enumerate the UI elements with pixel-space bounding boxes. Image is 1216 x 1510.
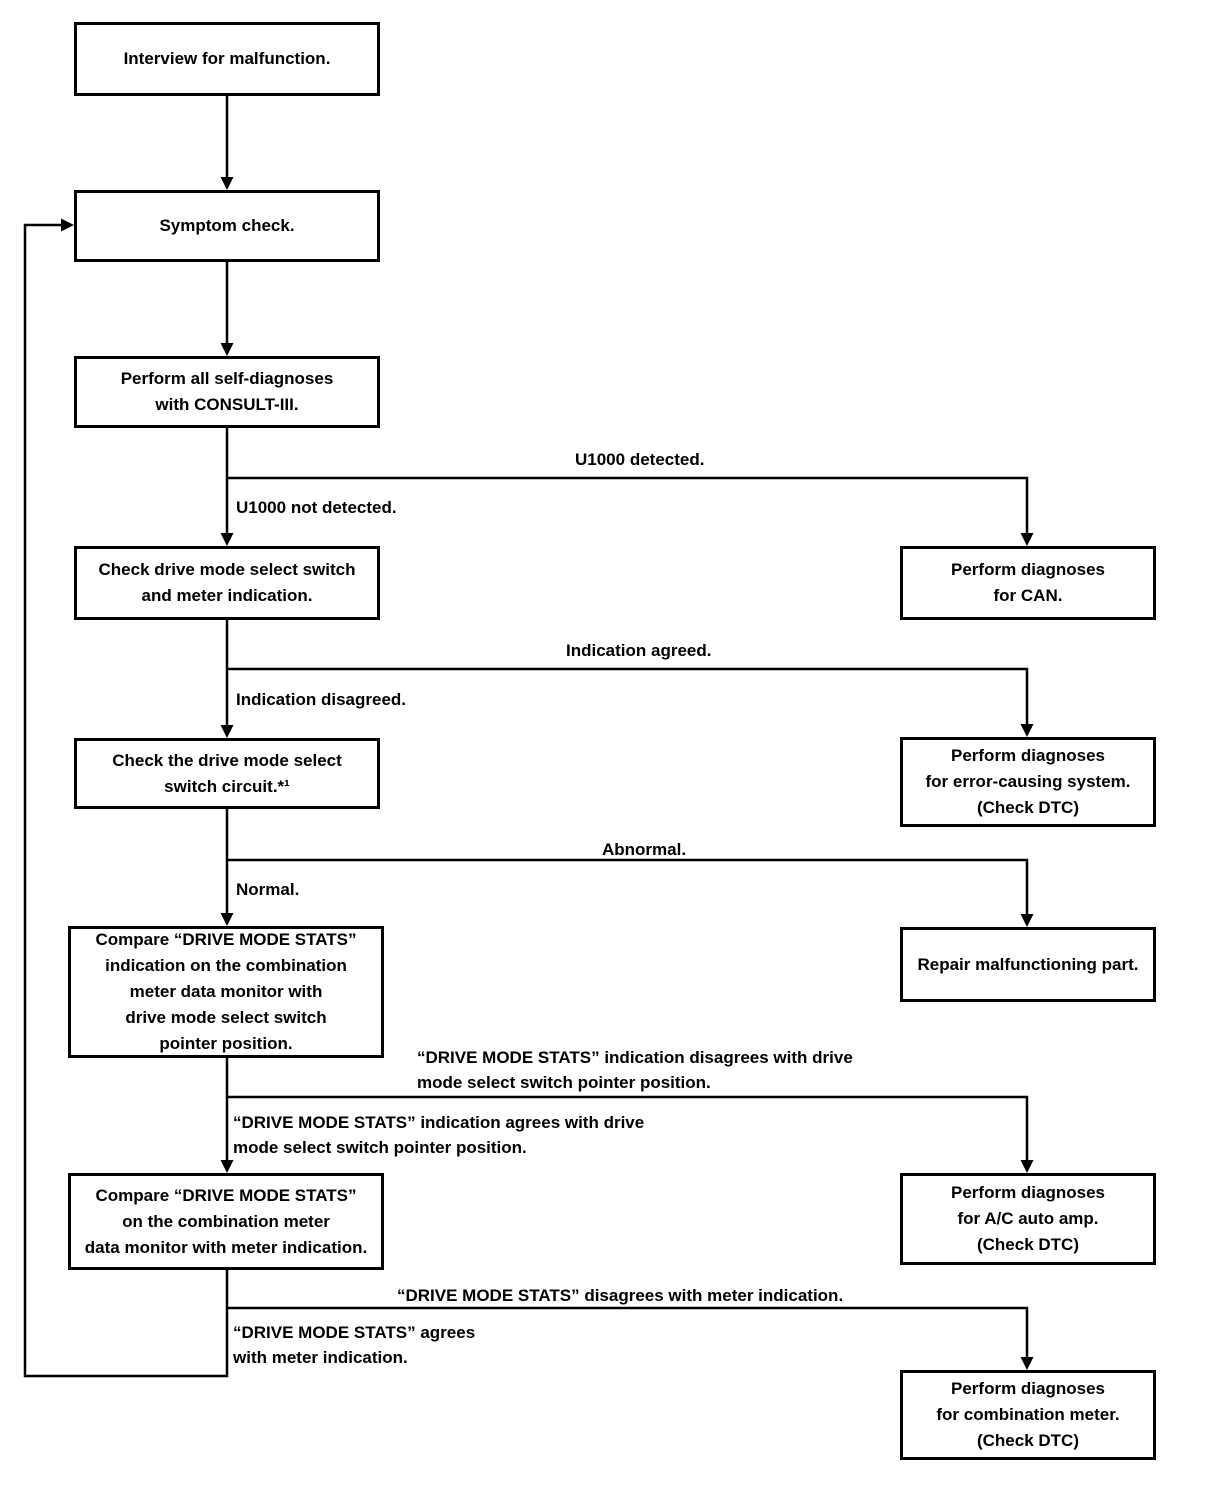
edge-label-indication-agreed: Indication agreed. (566, 641, 712, 660)
edge-label-stats-disagrees-pointer: “DRIVE MODE STATS” indication disagrees … (417, 1048, 853, 1092)
node-diagnoses-for-can: Perform diagnoses for CAN. (900, 546, 1156, 620)
node-compare-stats-with-pointer: Compare “DRIVE MODE STATS” indication on… (68, 926, 384, 1058)
node-diagnoses-ac-auto-amp: Perform diagnoses for A/C auto amp. (Che… (900, 1173, 1156, 1265)
node-check-switch-and-meter: Check drive mode select switch and meter… (74, 546, 380, 620)
node-interview-for-malfunction: Interview for malfunction. (74, 22, 380, 96)
node-repair-malfunctioning-part: Repair malfunctioning part. (900, 927, 1156, 1002)
node-diagnoses-error-causing-system: Perform diagnoses for error-causing syst… (900, 737, 1156, 827)
node-diagnoses-combination-meter: Perform diagnoses for combination meter.… (900, 1370, 1156, 1460)
node-compare-stats-with-meter: Compare “DRIVE MODE STATS” on the combin… (68, 1173, 384, 1270)
edge-label-normal: Normal. (236, 880, 300, 899)
edge-label-stats-agrees-meter: “DRIVE MODE STATS” agrees with meter ind… (233, 1323, 476, 1367)
edge-label-u1000-not-detected: U1000 not detected. (236, 498, 397, 517)
node-symptom-check: Symptom check. (74, 190, 380, 262)
node-perform-self-diagnoses: Perform all self-diagnoses with CONSULT-… (74, 356, 380, 428)
edge-label-indication-disagreed: Indication disagreed. (236, 690, 407, 709)
edge-label-u1000-detected: U1000 detected. (575, 450, 705, 469)
node-check-switch-circuit: Check the drive mode select switch circu… (74, 738, 380, 809)
flow-lines (23, 96, 1029, 1378)
edge-label-stats-disagrees-meter: “DRIVE MODE STATS” disagrees with meter … (397, 1286, 844, 1305)
edge-label-abnormal: Abnormal. (602, 840, 687, 859)
edge-label-stats-agrees-pointer: “DRIVE MODE STATS” indication agrees wit… (233, 1113, 645, 1157)
